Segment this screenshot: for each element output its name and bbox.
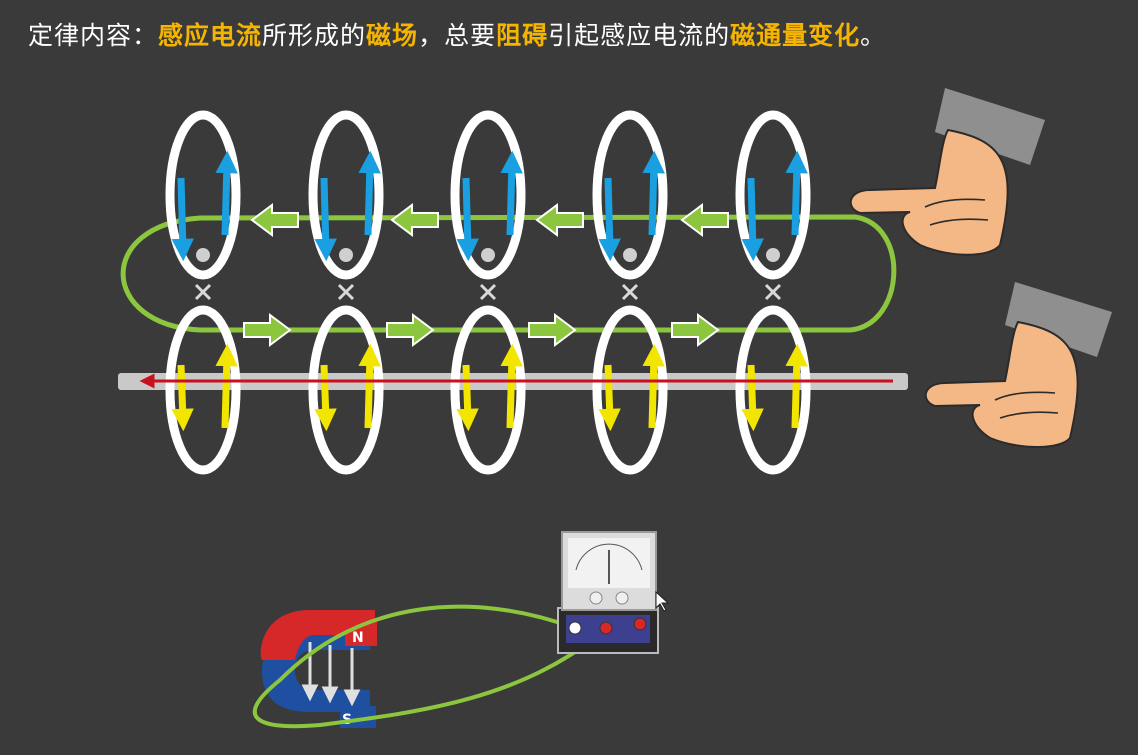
cross-icon xyxy=(621,283,639,301)
magnet-north-label: N xyxy=(352,630,364,646)
lower-loop-arrow xyxy=(456,364,479,432)
law-text-cause: 引起感应电流的 xyxy=(548,21,731,50)
upper-loop-arrow xyxy=(456,177,479,262)
lower-loop-arrow xyxy=(171,364,194,432)
field-line-loop xyxy=(120,214,897,333)
field-arrow-right xyxy=(386,313,435,347)
cross-icon xyxy=(337,283,355,301)
upper-loop-arrow xyxy=(785,150,808,236)
upper-ring xyxy=(735,110,811,280)
upper-loop-arrow xyxy=(171,177,194,262)
field-arrow-right xyxy=(243,313,292,347)
lower-ring xyxy=(592,305,668,475)
lower-ring-row xyxy=(165,305,811,475)
lower-ring xyxy=(735,305,811,475)
dot-icon xyxy=(339,248,353,262)
term-flux-change: 磁通量变化 xyxy=(730,21,861,50)
mouse-cursor-icon xyxy=(655,590,670,612)
lower-loop-arrow xyxy=(741,364,764,432)
galvanometer xyxy=(557,531,659,654)
term-induced-current: 感应电流 xyxy=(158,21,263,50)
lower-ring xyxy=(308,305,384,475)
lower-loop-arrow xyxy=(785,343,808,429)
dot-icon xyxy=(766,248,780,262)
field-arrow-left xyxy=(250,203,299,237)
cross-icon xyxy=(764,283,782,301)
law-text-formed: 所形成的 xyxy=(262,21,367,50)
term-oppose: 阻碍 xyxy=(496,21,549,50)
dot-icon xyxy=(623,248,637,262)
upper-loop-arrow xyxy=(314,177,337,262)
upper-loop-arrow xyxy=(500,150,523,236)
field-arrow-right xyxy=(528,313,577,347)
upper-loop-arrow xyxy=(741,177,764,262)
cross-icon xyxy=(479,283,497,301)
lower-loop-arrow xyxy=(598,364,621,432)
dot-icon xyxy=(481,248,495,262)
field-arrow-left xyxy=(390,203,439,237)
lower-ring xyxy=(165,305,241,475)
lower-hand-icon xyxy=(924,282,1112,448)
lower-loop-arrow xyxy=(500,343,523,429)
upper-ring-row xyxy=(165,110,811,301)
upper-ring xyxy=(592,110,668,280)
lower-loop-arrow xyxy=(215,343,238,429)
law-statement: 定律内容：感应电流所形成的磁场，总要阻碍引起感应电流的磁通量变化。 xyxy=(28,16,886,52)
law-suffix: 。 xyxy=(860,21,887,50)
lower-loop-arrow xyxy=(642,343,665,429)
circuit-wire xyxy=(252,604,607,729)
field-arrow-right xyxy=(671,313,720,347)
upper-loop-arrow xyxy=(598,177,621,262)
upper-loop-arrow xyxy=(358,150,381,236)
law-prefix: 定律内容： xyxy=(28,21,159,50)
upper-loop-arrow xyxy=(642,150,665,236)
field-direction-arrows xyxy=(243,203,729,347)
upper-hand-icon xyxy=(849,88,1045,256)
upper-ring xyxy=(165,110,241,280)
field-arrow-left xyxy=(680,203,729,237)
upper-ring xyxy=(308,110,384,280)
upper-ring xyxy=(450,110,526,280)
upper-loop-arrow xyxy=(215,150,238,236)
horseshoe-magnet: N S xyxy=(260,610,377,728)
cross-icon xyxy=(194,283,212,301)
law-text-always: ，总要 xyxy=(418,21,497,50)
dot-icon xyxy=(196,248,210,262)
lower-ring xyxy=(450,305,526,475)
lower-loop-arrow xyxy=(314,364,337,432)
term-magnetic-field: 磁场 xyxy=(366,21,419,50)
field-arrow-left xyxy=(535,203,584,237)
lower-loop-arrow xyxy=(358,343,381,429)
